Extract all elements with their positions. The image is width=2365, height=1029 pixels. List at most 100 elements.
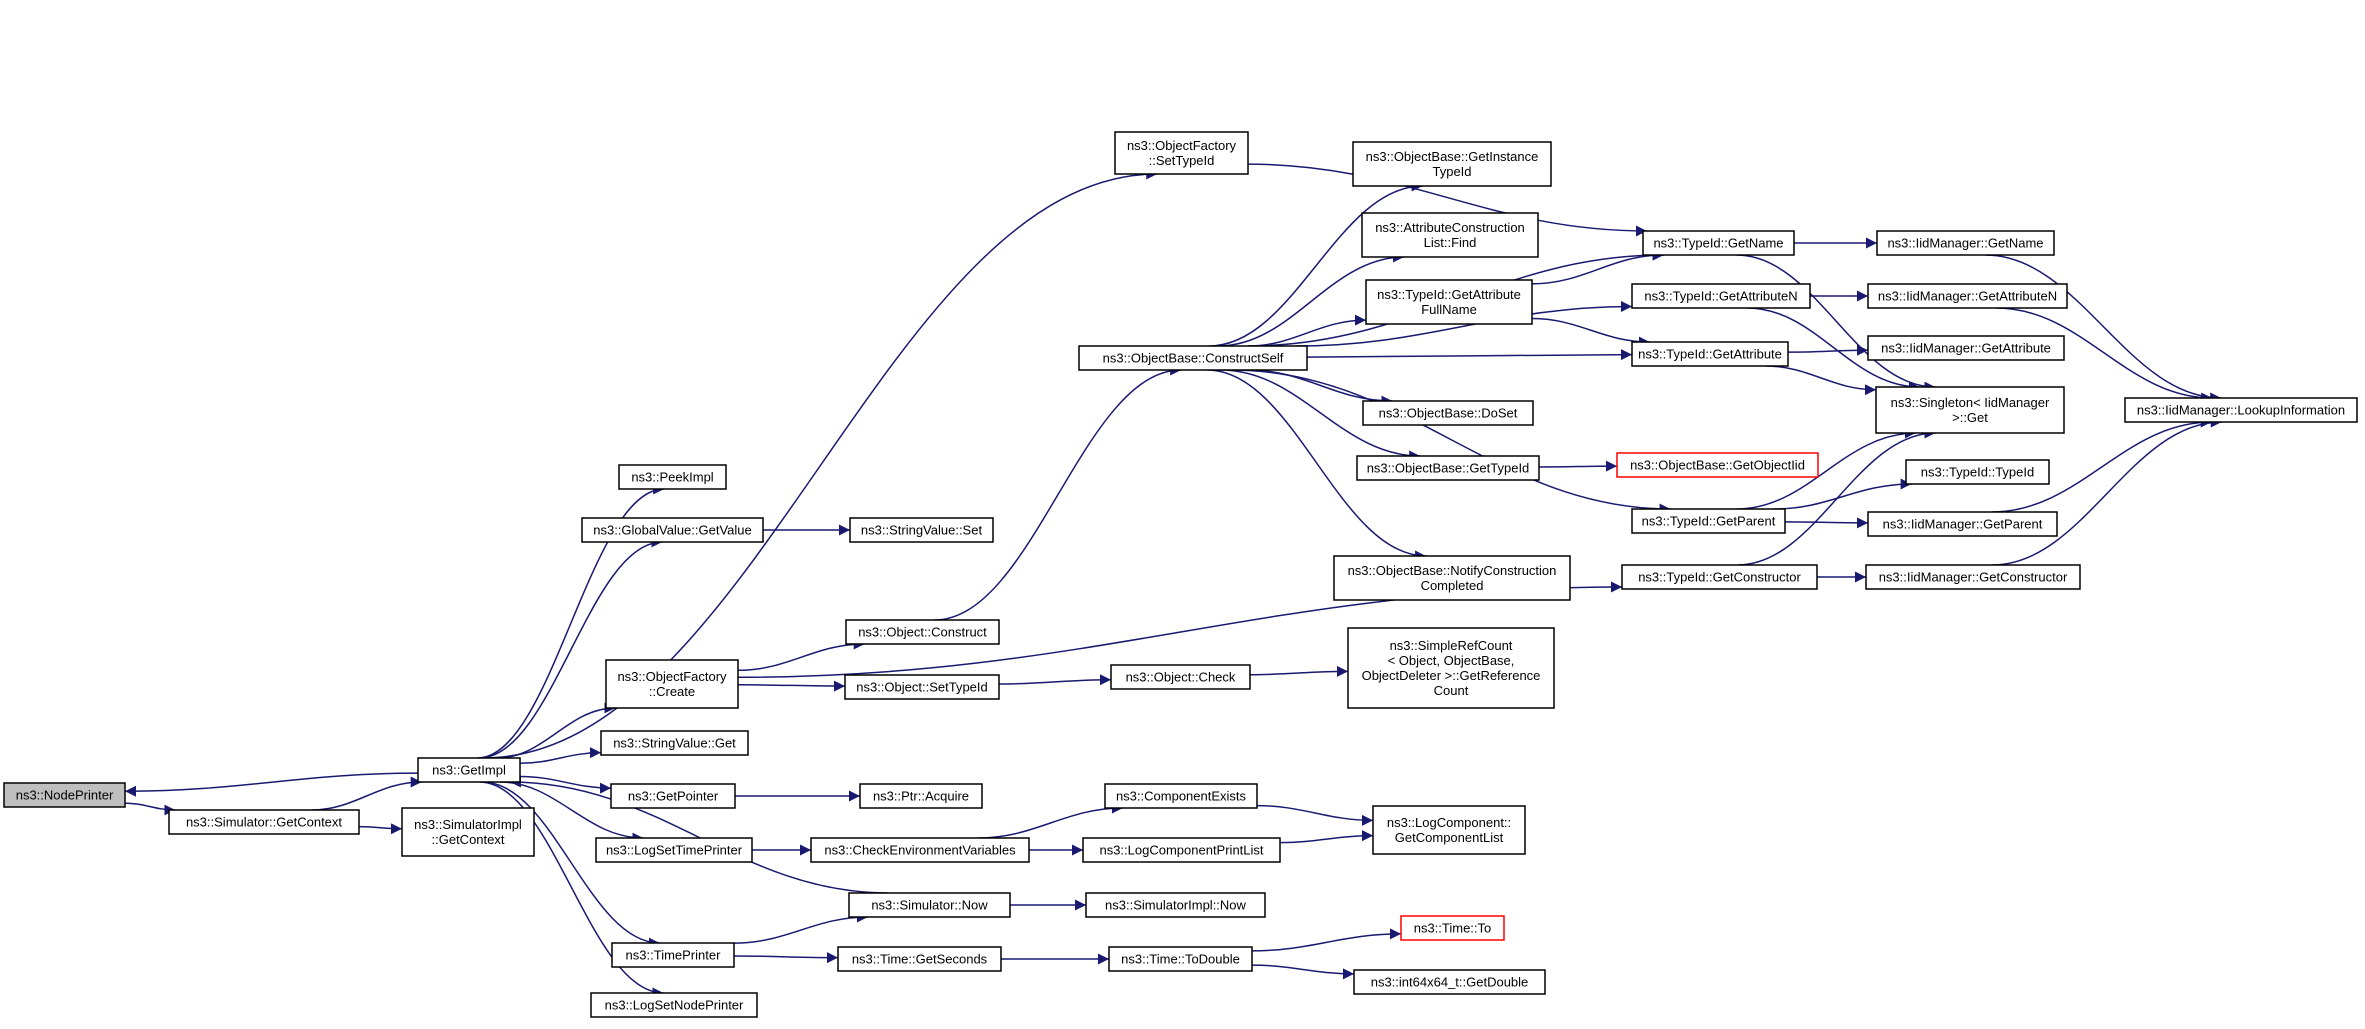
node-box[interactable] [1621, 564, 1818, 590]
node-timeprinter[interactable]: ns3::TimePrinter [611, 942, 735, 968]
node-box[interactable] [3, 782, 126, 808]
node-box[interactable] [1400, 915, 1505, 941]
node-iid-getattribute[interactable]: ns3::IidManager::GetAttribute [1867, 335, 2065, 361]
node-getobjectiid[interactable]: ns3::ObjectBase::GetObjectIid [1616, 452, 1819, 478]
node-nodeprinter[interactable]: ns3::NodePrinter [3, 782, 126, 808]
node-stringvalue-set[interactable]: ns3::StringValue::Set [849, 517, 994, 543]
node-iid-getattributen[interactable]: ns3::IidManager::GetAttributeN [1867, 283, 2068, 309]
node-iid-getparent[interactable]: ns3::IidManager::GetParent [1867, 511, 2058, 537]
node-time-todouble[interactable]: ns3::Time::ToDouble [1108, 946, 1253, 972]
node-simimpl-getcontext[interactable]: ns3::SimulatorImpl::GetContext [401, 807, 535, 857]
node-singleton-get[interactable]: ns3::Singleton< IidManager>::Get [1875, 386, 2065, 434]
node-box[interactable] [581, 517, 764, 543]
node-box[interactable] [1867, 511, 2058, 537]
node-box[interactable] [1867, 335, 2065, 361]
node-objectfactory-settypeid[interactable]: ns3::ObjectFactory::SetTypeId [1114, 131, 1249, 175]
node-box[interactable] [168, 809, 360, 835]
node-object-construct[interactable]: ns3::Object::Construct [845, 619, 1000, 645]
node-box[interactable] [1631, 508, 1786, 534]
node-box[interactable] [837, 946, 1002, 972]
node-logsettimeprinter[interactable]: ns3::LogSetTimePrinter [595, 837, 753, 863]
node-time-to[interactable]: ns3::Time::To [1400, 915, 1505, 941]
node-globalvalue-getvalue[interactable]: ns3::GlobalValue::GetValue [581, 517, 764, 543]
node-box[interactable] [810, 837, 1030, 863]
node-ptr-acquire[interactable]: ns3::Ptr::Acquire [859, 783, 983, 809]
node-int64-getdouble[interactable]: ns3::int64x64_t::GetDouble [1353, 969, 1546, 995]
node-box[interactable] [848, 892, 1011, 918]
node-box[interactable] [1631, 283, 1811, 309]
node-box[interactable] [417, 757, 521, 783]
node-box[interactable] [849, 517, 994, 543]
node-typeid-getattribute[interactable]: ns3::TypeId::GetAttribute [1631, 341, 1789, 367]
node-objectbase-gettypeid[interactable]: ns3::ObjectBase::GetTypeId [1356, 455, 1540, 481]
node-checkenv[interactable]: ns3::CheckEnvironmentVariables [810, 837, 1030, 863]
node-logcomponentprintlist[interactable]: ns3::LogComponentPrintList [1082, 837, 1281, 863]
node-componentexists[interactable]: ns3::ComponentExists [1104, 783, 1258, 809]
node-box[interactable] [1631, 341, 1789, 367]
node-time-getseconds[interactable]: ns3::Time::GetSeconds [837, 946, 1002, 972]
node-box[interactable] [1362, 400, 1534, 426]
node-typeid-getname[interactable]: ns3::TypeId::GetName [1642, 230, 1795, 256]
node-box[interactable] [1865, 564, 2081, 590]
node-box[interactable] [618, 464, 727, 490]
node-box[interactable] [1361, 212, 1539, 258]
node-simplerefcount[interactable]: ns3::SimpleRefCount< Object, ObjectBase,… [1347, 627, 1555, 709]
node-box[interactable] [1110, 664, 1251, 690]
node-box[interactable] [1108, 946, 1253, 972]
node-typeid-getattributen[interactable]: ns3::TypeId::GetAttributeN [1631, 283, 1811, 309]
node-peekimpl[interactable]: ns3::PeekImpl [618, 464, 727, 490]
node-box[interactable] [1347, 627, 1555, 709]
node-box[interactable] [844, 674, 1000, 700]
node-box[interactable] [610, 783, 736, 809]
node-object-settypeid[interactable]: ns3::Object::SetTypeId [844, 674, 1000, 700]
node-box[interactable] [1333, 555, 1571, 601]
node-simulator-now[interactable]: ns3::Simulator::Now [848, 892, 1011, 918]
node-box[interactable] [1642, 230, 1795, 256]
node-logsetnodeprinter[interactable]: ns3::LogSetNodePrinter [590, 992, 758, 1018]
node-stringvalue-get[interactable]: ns3::StringValue::Get [600, 730, 749, 756]
node-logcomponent-getlist[interactable]: ns3::LogComponent::GetComponentList [1372, 805, 1526, 855]
node-box[interactable] [1616, 452, 1819, 478]
node-box[interactable] [1356, 455, 1540, 481]
node-box[interactable] [859, 783, 983, 809]
node-box[interactable] [605, 659, 739, 709]
node-objectbase-doset[interactable]: ns3::ObjectBase::DoSet [1362, 400, 1534, 426]
node-box[interactable] [1365, 279, 1533, 325]
node-box[interactable] [2124, 397, 2358, 423]
node-constructself[interactable]: ns3::ObjectBase::ConstructSelf [1078, 345, 1308, 371]
node-getcontext[interactable]: ns3::Simulator::GetContext [168, 809, 360, 835]
node-typeid-getparent[interactable]: ns3::TypeId::GetParent [1631, 508, 1786, 534]
node-box[interactable] [401, 807, 535, 857]
node-iid-lookupinformation[interactable]: ns3::IidManager::LookupInformation [2124, 397, 2358, 423]
node-typeid-getconstructor[interactable]: ns3::TypeId::GetConstructor [1621, 564, 1818, 590]
node-box[interactable] [1104, 783, 1258, 809]
node-box[interactable] [1876, 230, 2055, 256]
node-box[interactable] [1875, 386, 2065, 434]
node-box[interactable] [1085, 892, 1266, 918]
node-typeid-typeid[interactable]: ns3::TypeId::TypeId [1905, 459, 2050, 485]
node-box[interactable] [845, 619, 1000, 645]
node-simimpl-now[interactable]: ns3::SimulatorImpl::Now [1085, 892, 1266, 918]
node-box[interactable] [1078, 345, 1308, 371]
node-box[interactable] [595, 837, 753, 863]
node-box[interactable] [1114, 131, 1249, 175]
node-box[interactable] [1352, 141, 1552, 187]
node-box[interactable] [1905, 459, 2050, 485]
node-object-check[interactable]: ns3::Object::Check [1110, 664, 1251, 690]
node-box[interactable] [1082, 837, 1281, 863]
node-box[interactable] [590, 992, 758, 1018]
node-notifyconstruction[interactable]: ns3::ObjectBase::NotifyConstructionCompl… [1333, 555, 1571, 601]
node-getpointer[interactable]: ns3::GetPointer [610, 783, 736, 809]
node-getimpl[interactable]: ns3::GetImpl [417, 757, 521, 783]
node-box[interactable] [611, 942, 735, 968]
node-objectfactory-create[interactable]: ns3::ObjectFactory::Create [605, 659, 739, 709]
node-box[interactable] [1353, 969, 1546, 995]
node-box[interactable] [600, 730, 749, 756]
node-iid-getname[interactable]: ns3::IidManager::GetName [1876, 230, 2055, 256]
node-box[interactable] [1372, 805, 1526, 855]
node-iid-getconstructor[interactable]: ns3::IidManager::GetConstructor [1865, 564, 2081, 590]
node-box[interactable] [1867, 283, 2068, 309]
